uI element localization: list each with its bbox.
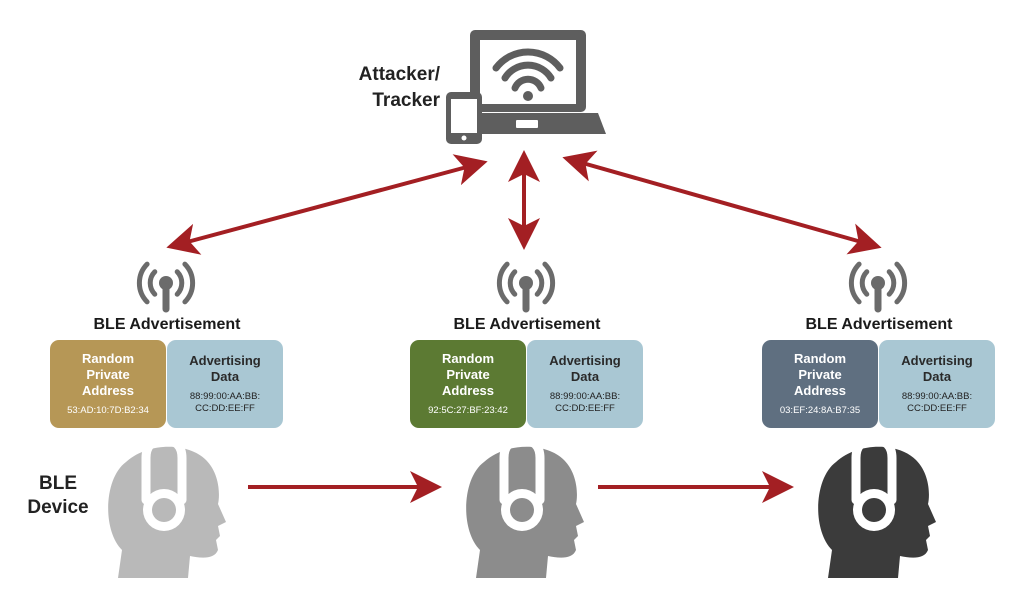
rpa-value-1: 53:AD:10:7D:B2:34 [67, 405, 149, 416]
data-value-2: 88:99:00:AA:BB: CC:DD:EE:FF [549, 391, 621, 414]
broadcast-icon [136, 261, 196, 313]
wifi-icon [492, 48, 564, 92]
rpa-value-3: 03:EF:24:8A:B7:35 [779, 405, 861, 416]
adv-title-2: BLE Advertisement [453, 316, 601, 333]
rpa-box-2: Random Private Address 92:5C:27:BF:23:42 [410, 340, 526, 428]
rpa-label-1: Random Private Address [81, 351, 135, 398]
ble-device-head-icon [466, 435, 584, 578]
phone-icon [446, 92, 482, 144]
rpa-box-1: Random Private Address 53:AD:10:7D:B2:34 [50, 340, 166, 428]
laptop-icon [458, 30, 606, 134]
data-box-3: Advertising Data 88:99:00:AA:BB: CC:DD:E… [879, 340, 995, 428]
attacker-label: Attacker/ Tracker [358, 64, 440, 111]
rpa-label-3: Random Private Address [793, 351, 847, 398]
rpa-label-2: Random Private Address [441, 351, 495, 398]
data-label-2: Advertising Data [549, 353, 621, 384]
data-box-2: Advertising Data 88:99:00:AA:BB: CC:DD:E… [527, 340, 643, 428]
data-label-3: Advertising Data [901, 353, 973, 384]
arrow-attacker-right [562, 150, 882, 255]
broadcast-icon [848, 261, 908, 313]
rpa-value-2: 92:5C:27:BF:23:42 [428, 405, 508, 416]
adv-title-1: BLE Advertisement [93, 316, 241, 333]
data-box-1: Advertising Data 88:99:00:AA:BB: CC:DD:E… [167, 340, 283, 428]
ble-device-label: BLE Device [27, 473, 89, 518]
data-value-1: 88:99:00:AA:BB: CC:DD:EE:FF [189, 391, 261, 414]
arrow-attacker-left [166, 154, 488, 255]
rpa-box-3: Random Private Address 03:EF:24:8A:B7:35 [762, 340, 878, 428]
data-label-1: Advertising Data [189, 353, 261, 384]
data-value-3: 88:99:00:AA:BB: CC:DD:EE:FF [901, 391, 973, 414]
ble-device-head-icon [108, 435, 226, 578]
ble-device-head-icon [818, 435, 936, 578]
broadcast-icon [496, 261, 556, 313]
adv-title-3: BLE Advertisement [805, 316, 953, 333]
